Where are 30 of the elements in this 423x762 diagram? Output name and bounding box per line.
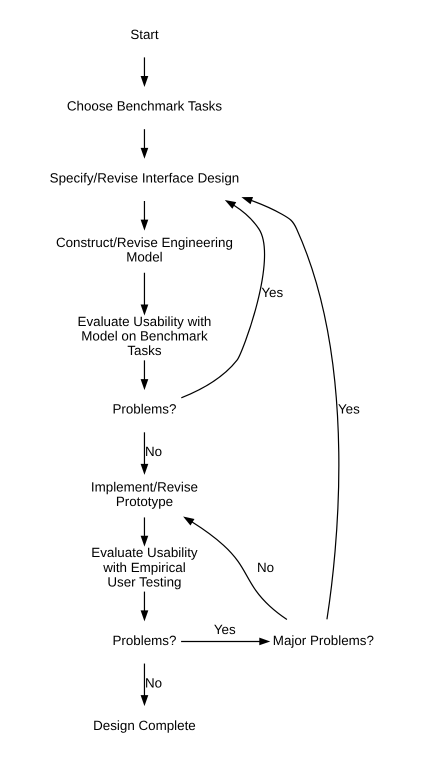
arrow <box>140 57 148 87</box>
arrow <box>140 129 148 159</box>
arrow <box>180 200 264 398</box>
edge-label: No <box>256 560 274 575</box>
edge-label: No <box>144 675 162 690</box>
edge-label: Yes <box>260 284 283 300</box>
node-text: Implement/Revise Prototype <box>90 480 198 510</box>
node-text: Specify/Revise Interface Design <box>49 170 239 186</box>
node-text: Start <box>130 26 158 42</box>
edge-label: No <box>144 444 162 460</box>
arrow <box>140 201 148 231</box>
arrow <box>240 197 339 620</box>
arrow <box>140 432 148 475</box>
arrow <box>182 516 287 620</box>
arrow <box>140 517 148 547</box>
arrow <box>140 664 148 706</box>
edge-label: Yes <box>338 402 360 417</box>
arrow <box>140 272 148 316</box>
node-text: Construct/Revise Engineering Model <box>55 234 232 264</box>
arrow <box>140 592 148 622</box>
node-text: Problems? <box>112 402 176 417</box>
edge-label: Yes <box>213 622 236 637</box>
arrow <box>180 638 270 646</box>
node-text: Design Complete <box>92 718 196 734</box>
node-text: Choose Benchmark Tasks <box>66 98 222 114</box>
node-text: Evaluate Usability with Model on Benchmark Tasks <box>77 314 211 358</box>
arrow <box>140 360 148 390</box>
node-text: Major Problems? <box>272 632 374 648</box>
node-text: Evaluate Usability with Empirical User Testing <box>90 545 198 590</box>
node-text: Problems? <box>112 632 176 648</box>
